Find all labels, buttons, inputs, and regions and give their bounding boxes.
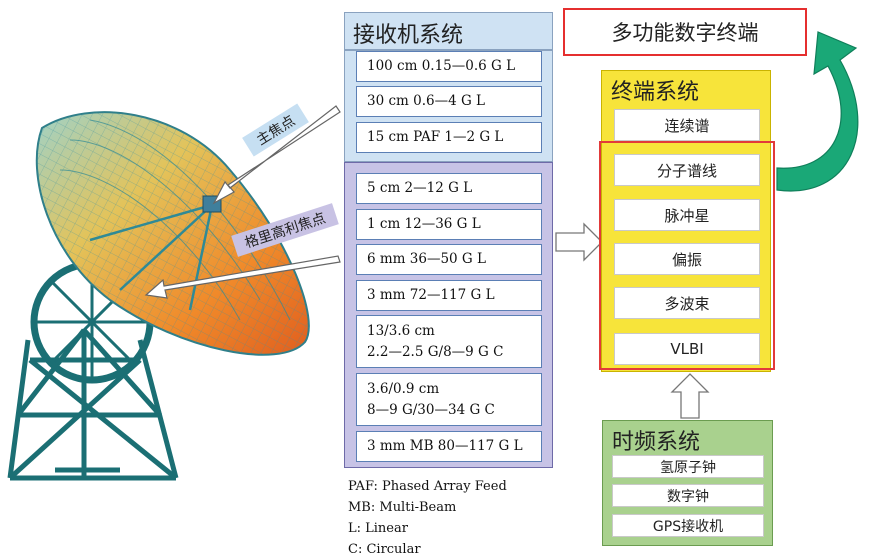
receiver-item-line: 3.6/0.9 cm [367,380,440,397]
radio-telescope-illustration [7,105,341,481]
terminal-system: 终端系统 连续谱 分子谱线 脉冲星 偏振 多波束 VLBI [601,70,771,372]
receiver-system-title: 接收机系统 [344,12,553,50]
receiver-item: 1 cm 12—36 G L [356,209,542,240]
receiver-item-line: 2.2—2.5 G/8—9 G C [367,343,504,360]
terminal-item-vlbi: VLBI [614,333,760,365]
gregorian-focus-receivers: 5 cm 2—12 G L 1 cm 12—36 G L 6 mm 36—50 … [344,162,553,468]
tf-item-gps-receiver: GPS接收机 [612,514,764,537]
receiver-item: 3 mm MB 80—117 G L [356,431,542,462]
prime-focus-arrow [212,105,341,205]
terminal-item-multibeam: 多波束 [614,287,760,319]
receiver-item: 3 mm 72—117 G L [356,280,542,311]
legend-line: MB: Multi-Beam [348,500,457,515]
receiver-item: 3.6/0.9 cm 8—9 G/30—34 G C [356,373,542,426]
terminal-item-spectral-line: 分子谱线 [614,154,760,186]
legend-line: L: Linear [348,521,408,536]
timefreq-to-terminal-arrow [670,373,710,419]
receiver-item: 5 cm 2—12 G L [356,173,542,204]
legend-line: PAF: Phased Array Feed [348,479,507,494]
receiver-to-terminal-arrow [555,222,603,262]
receiver-item: 100 cm 0.15—0.6 G L [356,51,542,82]
receiver-item-line: 13/3.6 cm [367,322,435,339]
prime-focus-receivers: 100 cm 0.15—0.6 G L 30 cm 0.6—4 G L 15 c… [344,50,553,162]
digital-terminal-highlight [599,141,775,370]
curved-arrow [776,31,859,192]
receiver-item: 6 mm 36—50 G L [356,244,542,275]
receiver-item-line: 8—9 G/30—34 G C [367,401,495,418]
time-frequency-title: 时频系统 [612,430,701,455]
terminal-item-continuum: 连续谱 [614,109,760,141]
tf-item-digital-clock: 数字钟 [612,484,764,507]
terminal-item-polarization: 偏振 [614,243,760,275]
receiver-item: 13/3.6 cm 2.2—2.5 G/8—9 G C [356,315,542,368]
legend-line: C: Circular [348,542,421,557]
receiver-item: 30 cm 0.6—4 G L [356,86,542,117]
tf-item-hydrogen-maser: 氢原子钟 [612,455,764,478]
receiver-item: 15 cm PAF 1—2 G L [356,122,542,153]
multi-function-terminal-box: 多功能数字终端 [563,8,807,56]
terminal-item-pulsar: 脉冲星 [614,199,760,231]
time-frequency-system: 时频系统 氢原子钟 数字钟 GPS接收机 [602,420,773,546]
gregorian-focus-arrow [144,255,341,299]
terminal-system-title: 终端系统 [611,80,700,105]
abbreviation-legend: PAF: Phased Array Feed MB: Multi-Beam L:… [348,476,507,560]
